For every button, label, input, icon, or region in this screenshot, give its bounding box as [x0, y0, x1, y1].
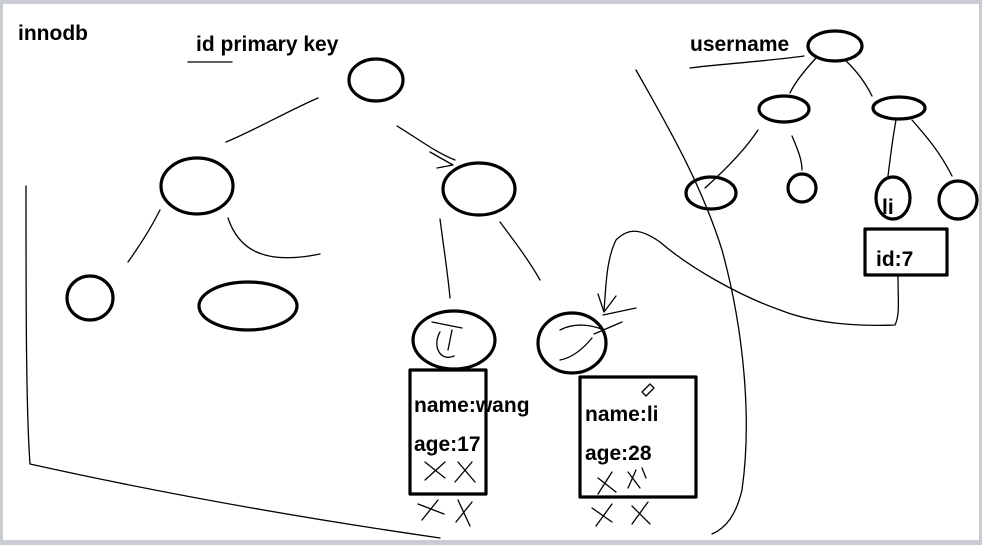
- primary-tree-outline: [25, 185, 441, 539]
- row-wang-age-label: age:17: [414, 433, 481, 456]
- primary-left-node: [159, 156, 235, 216]
- secondary-leaf-2: [786, 172, 818, 204]
- secondary-tree-nodes: [684, 29, 979, 277]
- secondary-mid-right: [871, 95, 927, 121]
- row-li-name-label: name:li: [585, 403, 659, 426]
- primary-right-node: [441, 161, 517, 217]
- secondary-tree-branches: [597, 55, 953, 535]
- row-li-age-label: age:28: [585, 442, 652, 465]
- secondary-leaf-1: [684, 175, 738, 211]
- primary-root-node: [347, 57, 405, 103]
- drawing-canvas: [3, 4, 979, 540]
- engine-label: innodb: [18, 22, 88, 45]
- secondary-leaf-4: [937, 179, 979, 221]
- primary-leaf-3: [411, 309, 497, 371]
- row-scribbles: [417, 383, 655, 527]
- primary-tree-nodes: [65, 57, 608, 375]
- primary-leaf-1: [65, 274, 115, 322]
- row-box-li: [578, 375, 698, 499]
- row-box-wang: [408, 368, 488, 496]
- primary-leaf-4: [536, 311, 608, 375]
- row-boxes: [408, 368, 698, 499]
- row-wang-name-label: name:wang: [414, 394, 530, 417]
- primary-leaf-2: [197, 280, 299, 332]
- primary-index-label: id primary key: [196, 33, 339, 56]
- secondary-index-label: username: [690, 33, 790, 56]
- primary-tree-branches: [127, 61, 541, 299]
- leaf-scribbles: [431, 307, 637, 361]
- secondary-leaf-value-label: id:7: [876, 248, 914, 271]
- secondary-mid-left: [757, 94, 811, 124]
- secondary-root-node: [806, 29, 864, 63]
- secondary-leaf-key-label: li: [882, 196, 894, 219]
- secondary-value-box: [863, 227, 949, 277]
- secondary-leaf-li: [874, 175, 912, 221]
